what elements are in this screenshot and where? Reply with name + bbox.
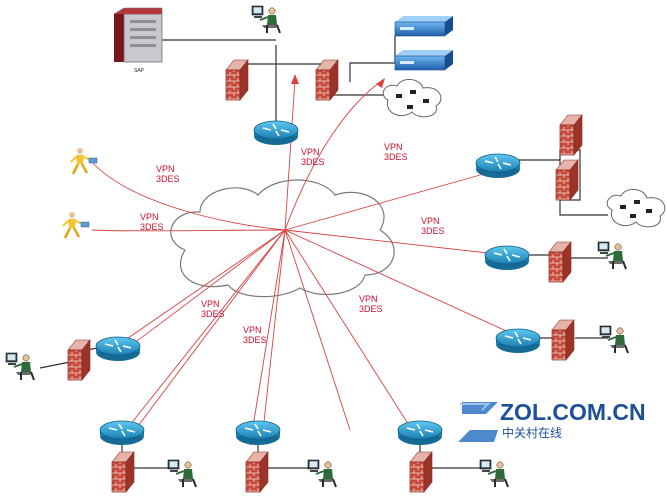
watermark-brand: ZOL.COM.CN	[500, 399, 646, 425]
vpn-label: VPN	[359, 294, 378, 304]
workstation-icon	[307, 459, 337, 488]
mobile-user-icon	[61, 210, 91, 240]
lan-cloud-icon	[606, 189, 666, 228]
vpn-label: VPN	[140, 212, 159, 222]
vpn-label: VPN	[384, 142, 403, 152]
vpn-label: VPN	[156, 164, 175, 174]
vpn-label: 3DES	[384, 152, 408, 162]
firewall-icon	[111, 451, 135, 493]
firewall-icon	[315, 59, 339, 101]
vpn-label: VPN	[421, 216, 440, 226]
firewall-icon	[548, 241, 572, 283]
workstation-icon	[479, 459, 509, 488]
zol-logo-icon	[458, 402, 498, 442]
router-icon	[495, 328, 541, 354]
vpn-label: 3DES	[201, 309, 225, 319]
server-rack-icon	[394, 50, 453, 71]
firewall-icon	[245, 451, 269, 493]
vpn-label: 3DES	[243, 335, 267, 345]
router-icon	[235, 420, 281, 446]
internet-cloud	[170, 179, 395, 298]
router-icon	[397, 420, 443, 446]
workstation-icon	[599, 325, 629, 354]
vpn-label: 3DES	[301, 157, 325, 167]
server-rack-icon	[394, 16, 453, 37]
firewall-icon	[555, 159, 579, 201]
zol-watermark: ZOL.COM.CN 中关村在线	[458, 399, 646, 442]
firewall-icon	[67, 339, 91, 381]
vpn-label: VPN	[243, 325, 262, 335]
vpn-label: VPN	[301, 147, 320, 157]
router-icon	[99, 420, 145, 446]
server-label: SAP	[134, 68, 145, 74]
vpn-label: 3DES	[140, 222, 164, 232]
workstation-icon	[597, 241, 627, 270]
workstation-icon	[251, 5, 281, 34]
vpn-label: VPN	[201, 299, 220, 309]
firewall-icon	[559, 114, 583, 156]
watermark-subtitle: 中关村在线	[502, 425, 562, 440]
vpn-label: 3DES	[421, 226, 445, 236]
mobile-user-icon	[69, 146, 99, 176]
router-icon	[253, 120, 299, 146]
vpn-label: 3DES	[359, 304, 383, 314]
router-icon	[475, 153, 521, 179]
workstation-icon	[5, 352, 35, 381]
sap-server-icon	[113, 7, 163, 63]
firewall-icon	[409, 451, 433, 493]
workstation-icon	[167, 459, 197, 488]
lan-cloud-icon	[382, 79, 442, 118]
firewall-icon	[551, 319, 575, 361]
firewall-icon	[225, 59, 249, 101]
router-icon	[95, 336, 141, 362]
vpn-label: 3DES	[156, 174, 180, 184]
router-icon	[484, 245, 530, 271]
